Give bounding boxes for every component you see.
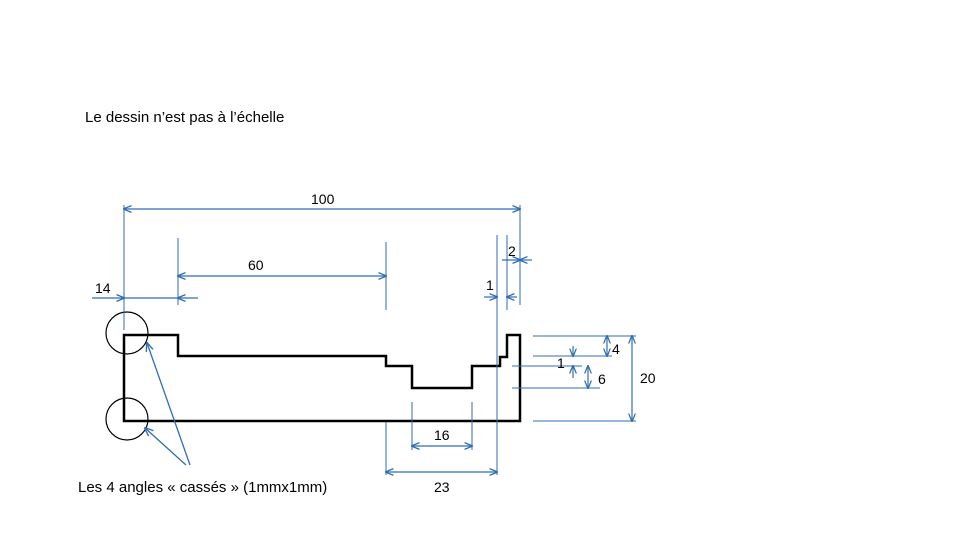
- dim-overall-length: 100: [311, 191, 335, 207]
- dim-step-height: 1: [557, 355, 565, 371]
- leader-arrow-bottom: [145, 428, 187, 466]
- dimension-lines: [92, 209, 632, 472]
- part-profile: [122, 333, 522, 423]
- dim-slot-bottom-width: 16: [434, 427, 450, 443]
- dim-slot-top-width: 23: [434, 479, 450, 495]
- corner-note: Les 4 angles « cassés » (1mmx1mm): [78, 479, 327, 496]
- dim-slot-depth: 6: [598, 371, 606, 387]
- dim-right-step: 1: [486, 277, 494, 293]
- dim-step-position: 60: [248, 257, 264, 273]
- dim-height-top: 4: [612, 341, 620, 357]
- dim-right-wall: 2: [508, 243, 516, 259]
- dim-left-offset: 14: [95, 280, 111, 296]
- corner-circle-bottom: [105, 397, 149, 441]
- extension-lines: [123, 205, 636, 475]
- scale-note: Le dessin n’est pas à l’échelle: [85, 109, 284, 126]
- dim-total-height: 20: [640, 370, 656, 386]
- leader-arrow-top: [147, 343, 191, 466]
- corner-circle-top: [105, 311, 149, 355]
